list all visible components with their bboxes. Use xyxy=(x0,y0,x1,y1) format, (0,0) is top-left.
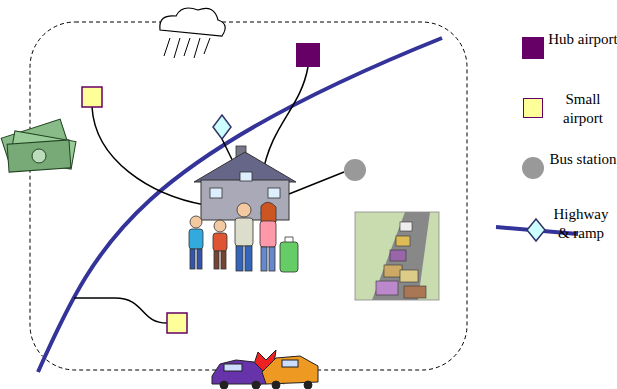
legend-label: Highway & ramp xyxy=(550,205,612,243)
legend-ramp-sample xyxy=(527,219,545,241)
family-clipart xyxy=(189,202,298,272)
hub-airport-symbol xyxy=(296,43,320,67)
small-airport-symbol xyxy=(167,313,187,333)
access-route xyxy=(262,67,308,176)
rain-cloud-clipart xyxy=(160,8,225,58)
access-routes xyxy=(74,67,344,323)
access-route xyxy=(74,298,167,323)
legend-label: Bus station xyxy=(548,150,617,169)
traffic-jam-clipart xyxy=(355,212,439,300)
access-route xyxy=(289,172,344,194)
legend-swatch xyxy=(523,98,543,118)
money-clipart xyxy=(1,119,76,172)
car-crash-clipart xyxy=(212,350,318,389)
region-boundary xyxy=(30,22,467,370)
house-clipart xyxy=(194,146,296,220)
legend-bus-sample xyxy=(522,157,544,179)
legend-label: Small airport xyxy=(548,90,617,128)
small-airport-symbol xyxy=(82,87,102,107)
legend-swatch xyxy=(522,37,544,59)
ramp-symbol xyxy=(213,115,231,139)
access-route xyxy=(92,107,205,205)
legend-label: Hub airport xyxy=(548,30,617,49)
bus-station-symbol xyxy=(344,159,366,181)
highway xyxy=(38,38,442,372)
